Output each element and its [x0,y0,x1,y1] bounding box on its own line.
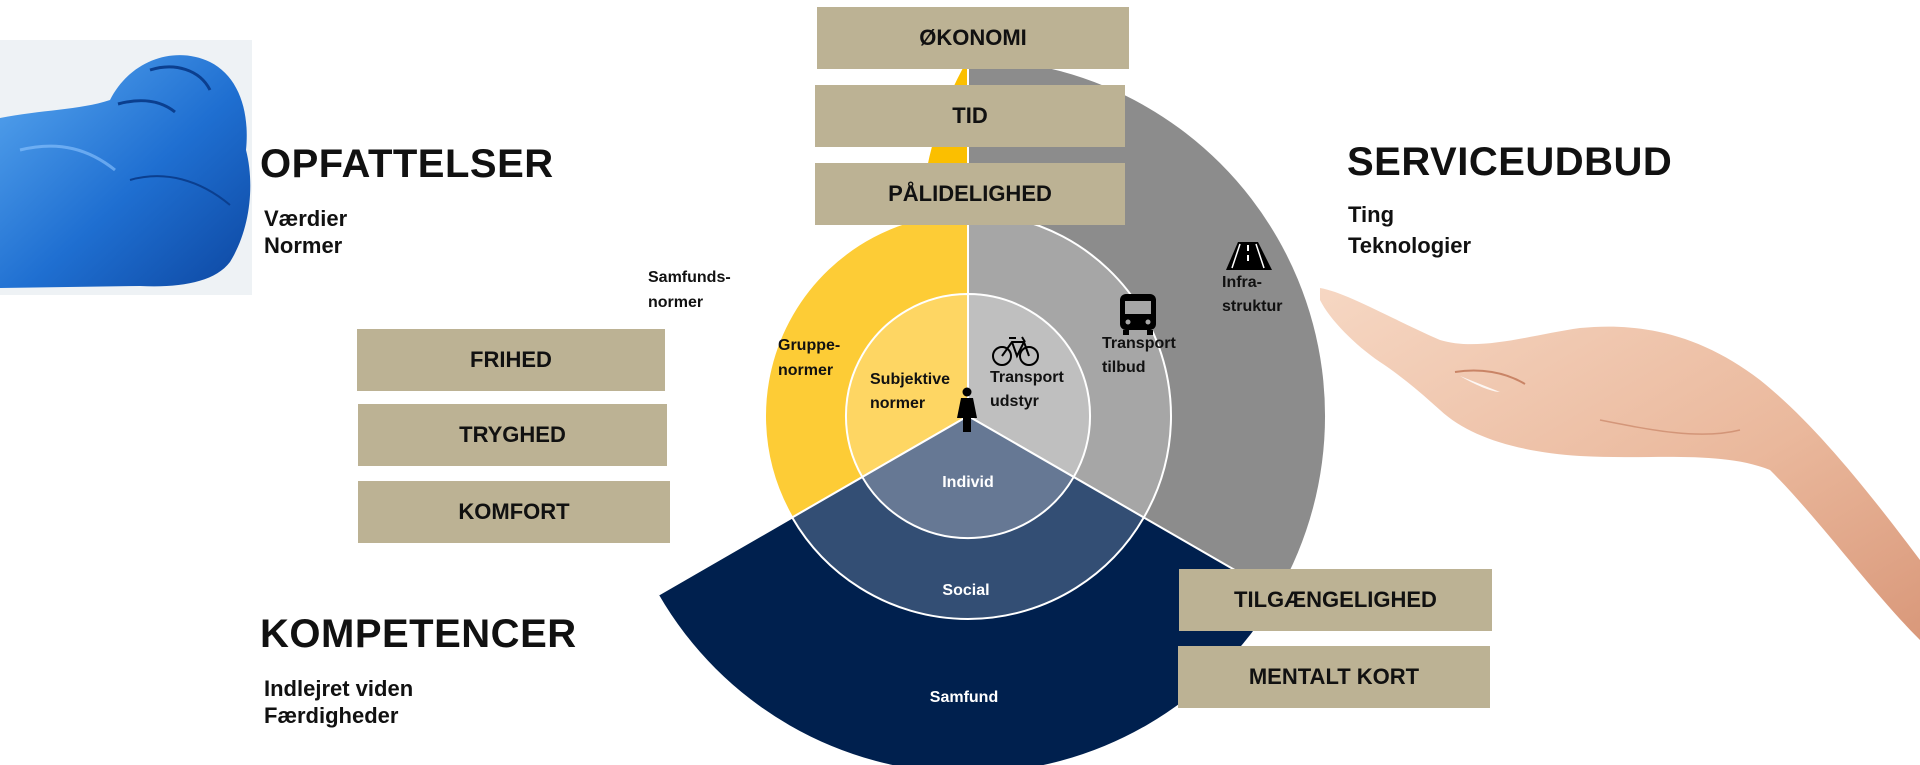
label-transportudstyr-2: udstyr [990,393,1039,410]
inner-sector-yellow [844,292,969,479]
opfattelser-item: Normer [264,233,343,258]
label-infrastruktur-2: struktur [1222,298,1282,315]
serviceudbud-list: Ting Teknologier [1348,201,1471,259]
label-infrastruktur-1: Infra- [1222,274,1262,291]
divider-left [658,516,793,596]
box-palidelighed: PÅLIDELIGHED [815,163,1125,225]
box-tid: TID [815,85,1125,147]
opfattelser-list: Værdier Normer [264,205,347,259]
label-subjektive-2: normer [870,395,925,412]
bicycle-icon [992,336,1039,366]
road-icon [1226,242,1272,270]
box-tilgaengelighed: TILGÆNGELIGHED [1179,569,1492,631]
label-subjektive-1: Subjektive [870,371,950,388]
inner-sector-blue [860,414,1076,540]
label-gruppenormer-2: normer [778,362,833,379]
heading-kompetencer: KOMPETENCER [260,612,577,656]
label-individ: Individ [942,474,994,491]
label-transporttilbud-2: tilbud [1102,359,1146,376]
box-tryghed: TRYGHED [358,404,667,466]
bus-icon [1120,294,1156,335]
inner-sector-grey [967,292,1092,479]
label-gruppenormer-1: Gruppe- [778,337,840,354]
heading-serviceudbud: SERVICEUDBUD [1347,140,1673,184]
label-social: Social [942,582,989,599]
kompetencer-item: Indlejret viden [264,676,414,701]
label-samfundsnormer-2: normer [648,294,703,311]
box-okonomi: ØKONOMI [817,7,1129,69]
serviceudbud-item: Teknologier [1348,233,1472,258]
label-transportudstyr-1: Transport [990,369,1064,386]
label-samfundsnormer-1: Samfunds- [648,269,731,286]
boxing-glove-icon [0,40,252,295]
box-komfort: KOMFORT [358,481,670,543]
box-mentalt-kort: MENTALT KORT [1178,646,1490,708]
label-samfund: Samfund [930,689,998,706]
kompetencer-list: Indlejret viden Færdigheder [264,675,413,729]
opfattelser-item: Værdier [264,206,348,231]
label-transporttilbud-1: Transport [1102,335,1176,352]
serviceudbud-item: Ting [1348,202,1395,227]
person-icon [957,387,977,432]
heading-opfattelser: OPFATTELSER [260,142,554,186]
kompetencer-item: Færdigheder [264,703,399,728]
open-hand-icon [1320,288,1920,640]
box-frihed: FRIHED [357,329,665,391]
